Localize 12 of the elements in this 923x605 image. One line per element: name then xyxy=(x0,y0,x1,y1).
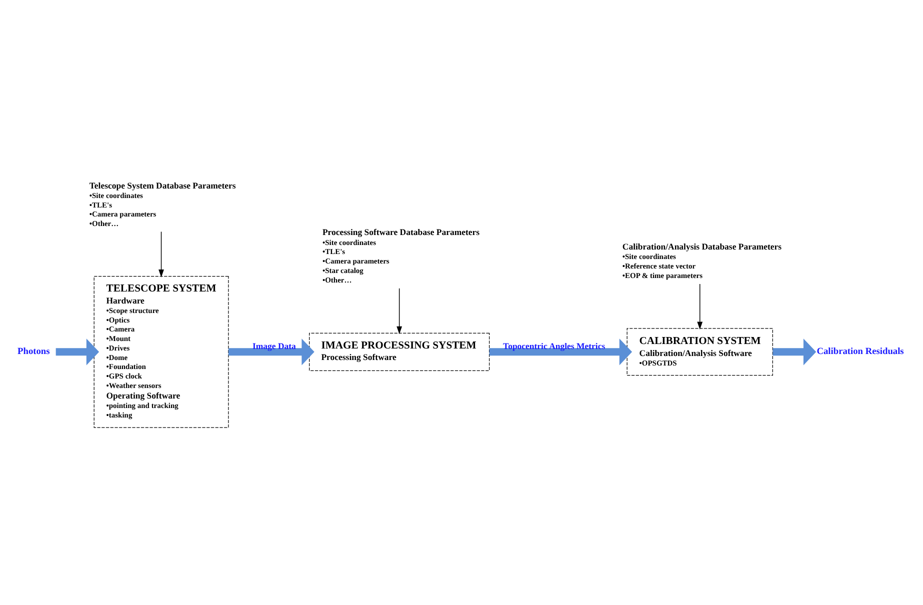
node-text: Photons xyxy=(18,346,50,356)
arrow xyxy=(396,288,402,334)
arrow xyxy=(158,230,164,277)
arrow xyxy=(489,338,632,365)
edge-label: Topocentric Angles Metrics xyxy=(503,340,606,350)
arrow xyxy=(697,283,703,329)
node-box: IMAGE PROCESSING SYSTEM Processing Software xyxy=(309,332,490,370)
edge-label: Image Data xyxy=(252,340,296,350)
arrow xyxy=(228,338,314,365)
arrow xyxy=(772,338,816,365)
arrow xyxy=(56,338,100,365)
node-text: Calibration Residuals xyxy=(816,346,904,356)
